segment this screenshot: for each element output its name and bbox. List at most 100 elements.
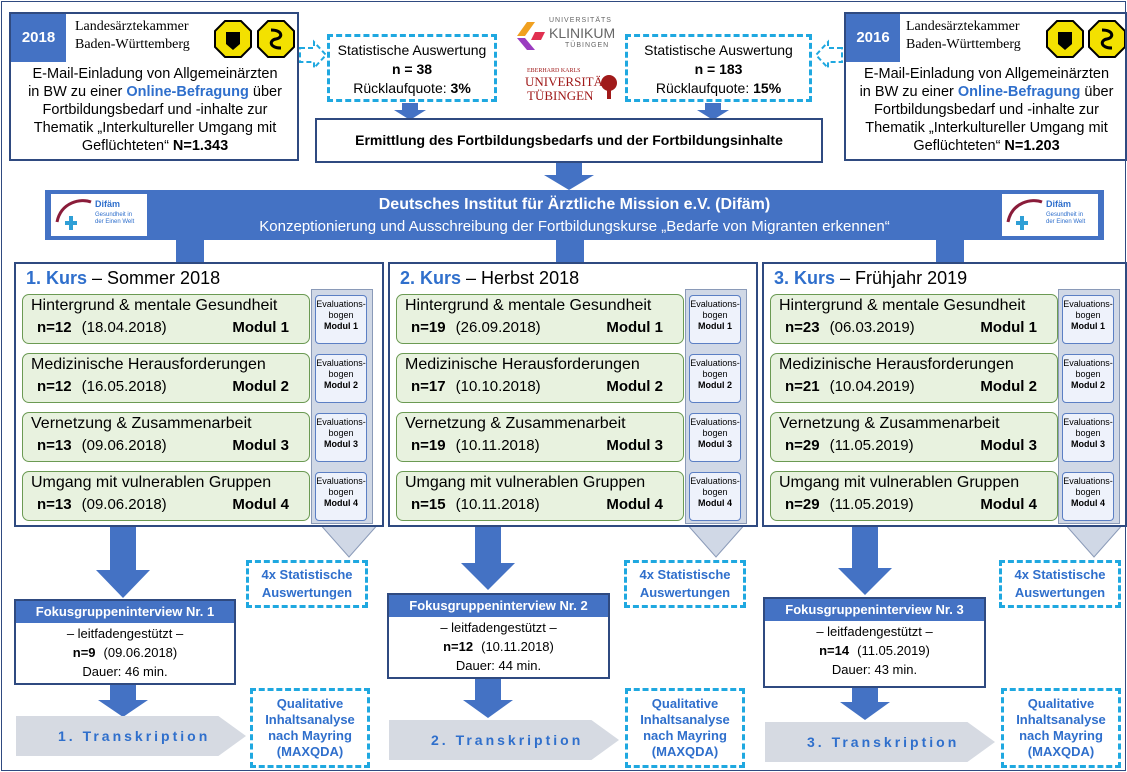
module-details: n=13 (09.06.2018) — [37, 437, 167, 454]
chamber-name-right: Landesärztekammer Baden-Württemberg — [906, 18, 1021, 54]
eval-line: bogen — [1075, 369, 1101, 379]
module-n: n=13 — [37, 437, 72, 454]
module-label: Modul 4 — [232, 496, 289, 513]
module-n: n=12 — [37, 319, 72, 336]
eval-line: Evaluations- — [316, 299, 366, 309]
fokus-title: Fokusgruppeninterview Nr. 2 — [389, 595, 608, 617]
text-part: über — [1080, 84, 1114, 100]
module-label: Modul 3 — [232, 437, 289, 454]
stem-kurs-2 — [556, 240, 584, 262]
chamber-text-right: E-Mail-Einladung von Allgemeinärzten in … — [846, 65, 1127, 155]
module-label: Modul 3 — [606, 437, 663, 454]
module-label: Modul 4 — [980, 496, 1037, 513]
kurs-title: 1. Kurs – Sommer 2018 — [26, 268, 220, 289]
fokus-n-line: n=14(11.05.2019) — [765, 641, 984, 660]
stat4-line: Auswertungen — [639, 585, 731, 600]
eval-module: Modul 4 — [698, 498, 732, 508]
module-date: (18.04.2018) — [81, 319, 167, 336]
kurs-season: – Sommer 2018 — [87, 268, 221, 288]
eval-module: Modul 1 — [1071, 321, 1105, 331]
qual-line: (MAXQDA) — [276, 744, 344, 759]
qual-line: nach Mayring — [1019, 728, 1103, 743]
fokus-body: – leitfadengestützt –n=14(11.05.2019)Dau… — [765, 621, 984, 679]
arrow-kurs1-trans — [98, 684, 148, 717]
ermittlung-box: Ermittlung des Fortbildungsbedarfs und d… — [315, 118, 823, 163]
module-n: n=17 — [411, 378, 446, 395]
logo-text: KLINIKUM — [549, 25, 616, 41]
difam-title: Deutsches Institut für Ärztliche Mission… — [378, 196, 771, 213]
module-n: n=21 — [785, 378, 820, 395]
module-label: Modul 1 — [980, 319, 1037, 336]
difam-logo-name: Difäm — [1046, 199, 1072, 209]
module-label: Modul 1 — [232, 319, 289, 336]
stat4-line: Auswertungen — [261, 585, 353, 600]
module-details: n=29(11.05.2019) — [785, 496, 914, 513]
eval-line: Evaluations- — [690, 358, 740, 368]
text-line: Fortbildungsbedarf und -inhalte zur — [42, 102, 268, 118]
module-title: Umgang mit vulnerablen Gruppen — [405, 474, 646, 491]
eval-line: bogen — [328, 310, 354, 320]
chamber-name-line2: Baden-Württemberg — [906, 37, 1021, 52]
aesculap-icon — [1088, 20, 1126, 58]
module-date: (26.09.2018) — [455, 319, 541, 336]
coat-of-arms-icon — [214, 20, 252, 58]
module-details: n=12 (18.04.2018) — [37, 319, 167, 336]
module-box-3: Vernetzung & Zusammenarbeit n=13 (09.06.20… — [22, 412, 310, 462]
kurs-season: – Herbst 2018 — [461, 268, 580, 288]
fokus-sub: – leitfadengestützt – — [816, 624, 933, 639]
stat-box-right: Statistische Auswertung n = 183 Rücklauf… — [625, 34, 812, 102]
text-part: in BW zu einer — [859, 84, 958, 100]
online-befragung-label: Online-Befragung — [126, 84, 249, 100]
chamber-text-left: E-Mail-Einladung von Allgemeinärzten in … — [11, 65, 299, 155]
eval-triangle-2 — [683, 521, 749, 558]
stat4-line: 4x Statistische — [1014, 567, 1106, 582]
module-n: n=15 — [411, 496, 446, 513]
tag-line: Gesundheit in — [1046, 212, 1084, 218]
module-date: (09.06.2018) — [81, 437, 167, 454]
tag-line: Gesundheit in — [95, 212, 133, 218]
year-badge-right: 2016 — [846, 14, 900, 62]
module-date: (10.11.2018) — [455, 496, 540, 513]
module-details: n=12(16.05.2018) — [37, 378, 167, 395]
eval-line: bogen — [702, 487, 728, 497]
qual-line: (MAXQDA) — [651, 744, 719, 759]
module-details: n=23(06.03.2019) — [785, 319, 915, 336]
module-title: Vernetzung & Zusammenarbeit — [31, 415, 252, 432]
eval-line: bogen — [328, 428, 354, 438]
eval-triangle-3 — [1061, 521, 1127, 558]
fokus-date: (10.11.2018) — [481, 639, 554, 654]
eval-line: bogen — [702, 369, 728, 379]
eval-line: Evaluations- — [316, 417, 366, 427]
uni-tree-icon — [601, 75, 617, 99]
text-part: in BW zu einer — [28, 84, 127, 100]
stat-title: Statistische Auswertung — [644, 42, 793, 58]
stat-n: n = 183 — [694, 61, 743, 77]
text-part: über — [248, 84, 282, 100]
module-date: (10.11.2018) — [455, 437, 540, 454]
kurs-number: 1. Kurs — [26, 268, 88, 288]
fokus-body: – leitfadengestützt –n=9(09.06.2018)Daue… — [16, 623, 234, 681]
eval-module: Modul 4 — [1071, 498, 1105, 508]
module-n: n=29 — [785, 496, 820, 513]
quote-label: Rücklaufquote: — [655, 80, 754, 96]
online-befragung-label: Online-Befragung — [957, 84, 1081, 100]
module-details: n=29(11.05.2019) — [785, 437, 914, 454]
eval-module: Modul 2 — [324, 380, 358, 390]
stat-quote: Rücklaufquote: 15% — [628, 79, 809, 98]
chamber-name-line1: Landesärztekammer — [906, 19, 1020, 34]
text-line: Thematik „Interkultureller Umgang mit — [865, 120, 1108, 136]
